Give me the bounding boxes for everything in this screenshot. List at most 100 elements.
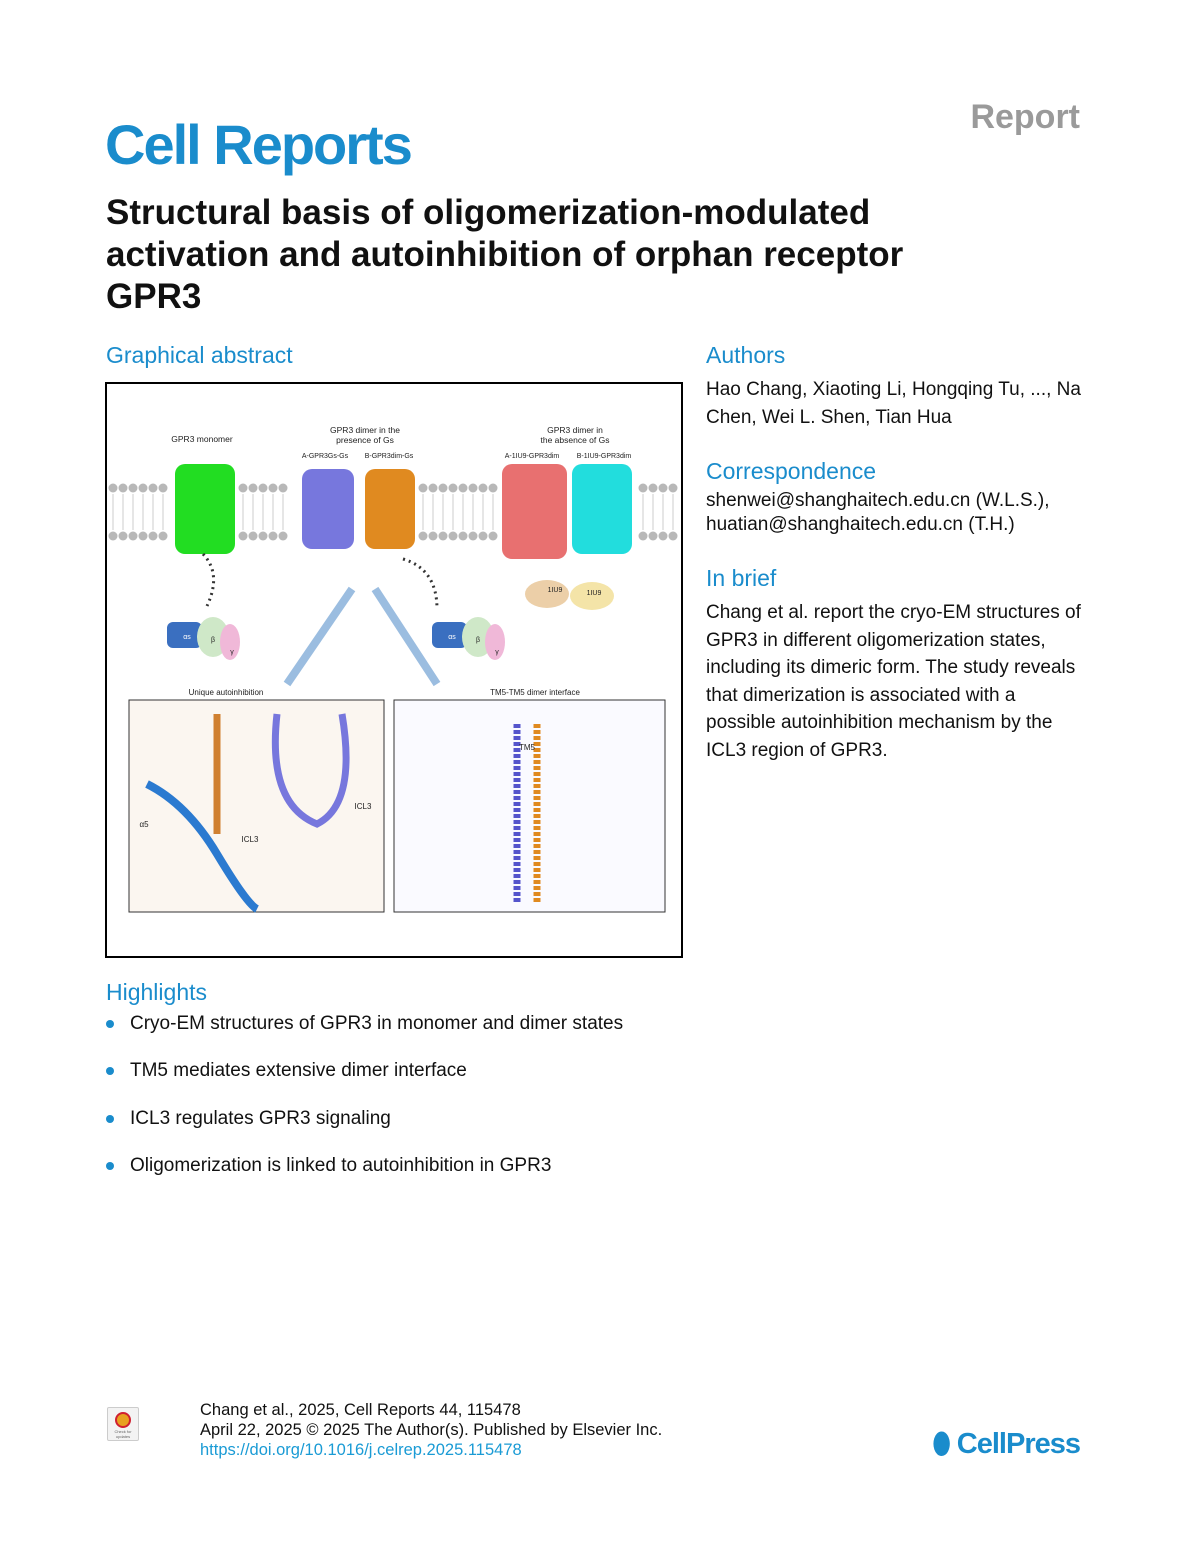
lipid-bilayer xyxy=(108,483,678,541)
label-gamma-2: γ xyxy=(495,649,499,656)
label-gamma: γ xyxy=(230,649,234,656)
bullet-icon xyxy=(106,1161,114,1170)
highlight-text: TM5 mediates extensive dimer interface xyxy=(130,1060,467,1081)
lipid-head xyxy=(478,531,488,541)
lipid-head xyxy=(128,483,138,493)
label-dimer-nogs-2: the absence of Gs xyxy=(541,435,610,445)
citation: Chang et al., 2025, Cell Reports 44, 115… xyxy=(200,1401,521,1419)
lipid-head xyxy=(148,483,158,493)
lipid-head xyxy=(448,531,458,541)
lipid-head xyxy=(238,531,248,541)
label-a-1iu9: A-1IU9-GPR3dim xyxy=(505,453,560,460)
correspondence-emails: shenwei@shanghaitech.edu.cn (W.L.S.), hu… xyxy=(706,489,1050,537)
dimer-gs-structure xyxy=(302,469,415,549)
lipid-head xyxy=(448,483,458,493)
lipid-head xyxy=(418,483,428,493)
article-type: Report xyxy=(970,98,1080,136)
check-updates-label: Check for updates xyxy=(114,1429,132,1439)
label-nb2: 1IU9 xyxy=(587,590,602,597)
panel1-title: Unique autoinhibition xyxy=(189,688,264,697)
lipid-head xyxy=(478,483,488,493)
monomer-structure xyxy=(175,464,235,554)
highlight-text: Cryo-EM structures of GPR3 in monomer an… xyxy=(130,1013,624,1034)
lipid-head xyxy=(638,531,648,541)
lipid-head xyxy=(158,483,168,493)
bullet-icon xyxy=(106,1114,114,1123)
lipid-head xyxy=(658,531,668,541)
cellpress-icon: ⬮ xyxy=(932,1428,951,1460)
lipid-head xyxy=(648,483,658,493)
lipid-head xyxy=(438,483,448,493)
lipid-head xyxy=(668,483,678,493)
lipid-head xyxy=(438,531,448,541)
label-icl3-b: ICL3 xyxy=(355,802,372,811)
highlight-item: TM5 mediates extensive dimer interface xyxy=(106,1060,706,1082)
highlights-heading: Highlights xyxy=(106,979,207,1005)
lipid-head xyxy=(268,483,278,493)
label-alpha-s: αs xyxy=(183,634,191,641)
doi-link[interactable]: https://doi.org/10.1016/j.celrep.2025.11… xyxy=(200,1441,522,1459)
lipid-head xyxy=(248,483,258,493)
highlight-text: Oligomerization is linked to autoinhibit… xyxy=(130,1155,552,1176)
lipid-head xyxy=(118,483,128,493)
correspondence-heading: Correspondence xyxy=(706,458,877,484)
graphical-abstract: GPR3 monomer GPR3 dimer in the presence … xyxy=(105,382,683,958)
check-updates-icon xyxy=(115,1412,131,1428)
gs-protein-1 xyxy=(167,617,240,660)
graphical-abstract-heading: Graphical abstract xyxy=(106,342,293,368)
label-b-gs: B-GPR3dim-Gs xyxy=(365,453,414,460)
graphical-abstract-figure: GPR3 monomer GPR3 dimer in the presence … xyxy=(108,425,678,913)
check-for-updates-badge[interactable]: Check for updates xyxy=(107,1407,139,1441)
authors-list: Hao Chang, Xiaoting Li, Hongqing Tu, ...… xyxy=(706,379,1081,428)
label-a5: α5 xyxy=(139,820,149,829)
lipid-head xyxy=(108,483,118,493)
email-shen[interactable]: shenwei@shanghaitech.edu.cn (W.L.S.), xyxy=(706,490,1050,511)
authors-heading: Authors xyxy=(706,342,786,368)
copyright: April 22, 2025 © 2025 The Author(s). Pub… xyxy=(200,1421,663,1439)
highlight-item: ICL3 regulates GPR3 signaling xyxy=(106,1108,706,1130)
bullet-icon xyxy=(106,1066,114,1075)
in-brief-heading: In brief xyxy=(706,565,777,591)
lipid-head xyxy=(118,531,128,541)
lipid-head xyxy=(488,483,498,493)
citation-footer: Chang et al., 2025, Cell Reports 44, 115… xyxy=(200,1400,662,1460)
lipid-head xyxy=(108,531,118,541)
panel2-title: TM5-TM5 dimer interface xyxy=(490,688,580,697)
lipid-head xyxy=(468,483,478,493)
bullet-icon xyxy=(106,1019,114,1028)
label-beta: β xyxy=(211,637,215,644)
lipid-head xyxy=(458,531,468,541)
label-tm5: TM5 xyxy=(519,743,536,752)
lipid-head xyxy=(258,483,268,493)
label-monomer: GPR3 monomer xyxy=(171,434,233,444)
journal-logo: Cell Reports xyxy=(105,113,413,176)
lipid-head xyxy=(458,483,468,493)
label-icl3-a: ICL3 xyxy=(242,835,259,844)
highlight-item: Oligomerization is linked to autoinhibit… xyxy=(106,1155,706,1177)
lipid-head xyxy=(278,483,288,493)
label-a-gs: A-GPR3Gs-Gs xyxy=(302,453,349,460)
lipid-head xyxy=(418,531,428,541)
lipid-head xyxy=(428,531,438,541)
in-brief-text: Chang et al. report the cryo-EM structur… xyxy=(706,602,1081,761)
lipid-head xyxy=(638,483,648,493)
lipid-head xyxy=(658,483,668,493)
lipid-head xyxy=(428,483,438,493)
lipid-head xyxy=(258,531,268,541)
lipid-head xyxy=(668,531,678,541)
lipid-head xyxy=(138,483,148,493)
lipid-head xyxy=(468,531,478,541)
lipid-head xyxy=(488,531,498,541)
label-b-1iu9: B-1IU9-GPR3dim xyxy=(577,453,632,460)
cellpress-label: CellPress xyxy=(956,1428,1081,1460)
gs-protein-2 xyxy=(432,617,505,660)
email-hua[interactable]: huatian@shanghaitech.edu.cn (T.H.) xyxy=(706,514,1015,535)
label-nb1: 1IU9 xyxy=(548,587,563,594)
article-title: Structural basis of oligomerization-modu… xyxy=(106,193,904,316)
label-dimer-gs-1: GPR3 dimer in the xyxy=(330,425,400,435)
label-dimer-gs-2: presence of Gs xyxy=(336,435,394,445)
lipid-head xyxy=(238,483,248,493)
cellpress-logo: ⬮ CellPress xyxy=(932,1428,1081,1461)
lipid-head xyxy=(278,531,288,541)
